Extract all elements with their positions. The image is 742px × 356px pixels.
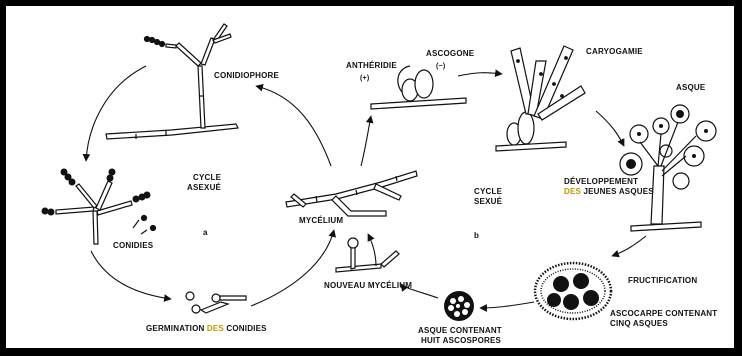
- conidiophore-illustration: [106, 24, 238, 139]
- conidies-cluster-illustration: [42, 169, 156, 244]
- cycle-sexue-line2: SEXUÉ: [474, 197, 503, 206]
- cycle-asexue-line1: CYCLE: [193, 173, 222, 182]
- developpement-line1: DÉVELOPPEMENT: [564, 177, 638, 186]
- developpement-line2: DES JEUNES ASQUES: [564, 187, 654, 196]
- panel-a-label: a: [203, 228, 208, 237]
- ascocarpe-illustration: [535, 263, 611, 319]
- mycelium-illustration: [286, 171, 417, 216]
- young-asci-illustration: [620, 105, 716, 231]
- arrow-new-mycelium-to-mycelium: [368, 234, 376, 266]
- arrow-asques-to-ascocarpe: [612, 236, 646, 256]
- conidiophore-label: CONIDIOPHORE: [214, 71, 280, 80]
- fructification-label: FRUCTIFICATION: [628, 276, 697, 285]
- panel-b-label: b: [474, 231, 479, 240]
- ascogone-label: ASCOGONE: [426, 49, 475, 58]
- diagram-frame: CONIDIOPHORE CONIDIES CYCLE ASEXUÉ a GER…: [6, 6, 734, 348]
- asque-huit-ascospores-illustration: [444, 291, 474, 321]
- conidies-label: CONIDIES: [113, 241, 154, 250]
- mycelium-label: MYCÉLIUM: [299, 216, 343, 225]
- life-cycle-diagram: CONIDIOPHORE CONIDIES CYCLE ASEXUÉ a GER…: [6, 6, 734, 348]
- arrow-conidiophore-to-conidies: [86, 66, 146, 161]
- ascocarpe-line2: CINQ ASQUES: [610, 319, 668, 328]
- caryogamie-label: CARYOGAMIE: [586, 47, 643, 56]
- new-mycelium-illustration: [336, 238, 399, 272]
- nouveau-mycelium-label: NOUVEAU MYCÉLIUM: [324, 281, 412, 290]
- arrow-mycelium-to-conidiophore: [256, 86, 331, 166]
- antheridie-ascogone-illustration: [371, 66, 466, 109]
- cycle-asexue-line2: ASEXUÉ: [187, 183, 222, 192]
- germination-label: GERMINATION DES CONIDIES: [146, 324, 267, 333]
- arrow-conidies-to-germination: [91, 251, 171, 299]
- antheridie-sign: (+): [360, 75, 369, 82]
- ascogone-sign: (−): [436, 63, 445, 70]
- cycle-sexue-line1: CYCLE: [474, 187, 503, 196]
- asque-label: ASQUE: [676, 83, 706, 92]
- arrow-mycelium-to-antheridie: [361, 116, 371, 166]
- ascocarpe-line1: ASCOCARPE CONTENANT: [610, 309, 717, 318]
- asque-contenant-line2: HUIT ASCOSPORES: [421, 336, 502, 345]
- arrow-germination-to-mycelium: [251, 230, 334, 306]
- arrow-antheridie-to-caryogamie: [458, 73, 502, 76]
- asque-contenant-line1: ASQUE CONTENANT: [418, 326, 502, 335]
- germinating-conidies-illustration: [186, 292, 246, 313]
- arrow-ascocarpe-to-asque: [480, 302, 534, 308]
- antheridie-label: ANTHÉRIDIE: [346, 61, 397, 70]
- caryogamie-illustration: [496, 46, 585, 151]
- arrow-caryogamie-to-asques: [596, 111, 624, 146]
